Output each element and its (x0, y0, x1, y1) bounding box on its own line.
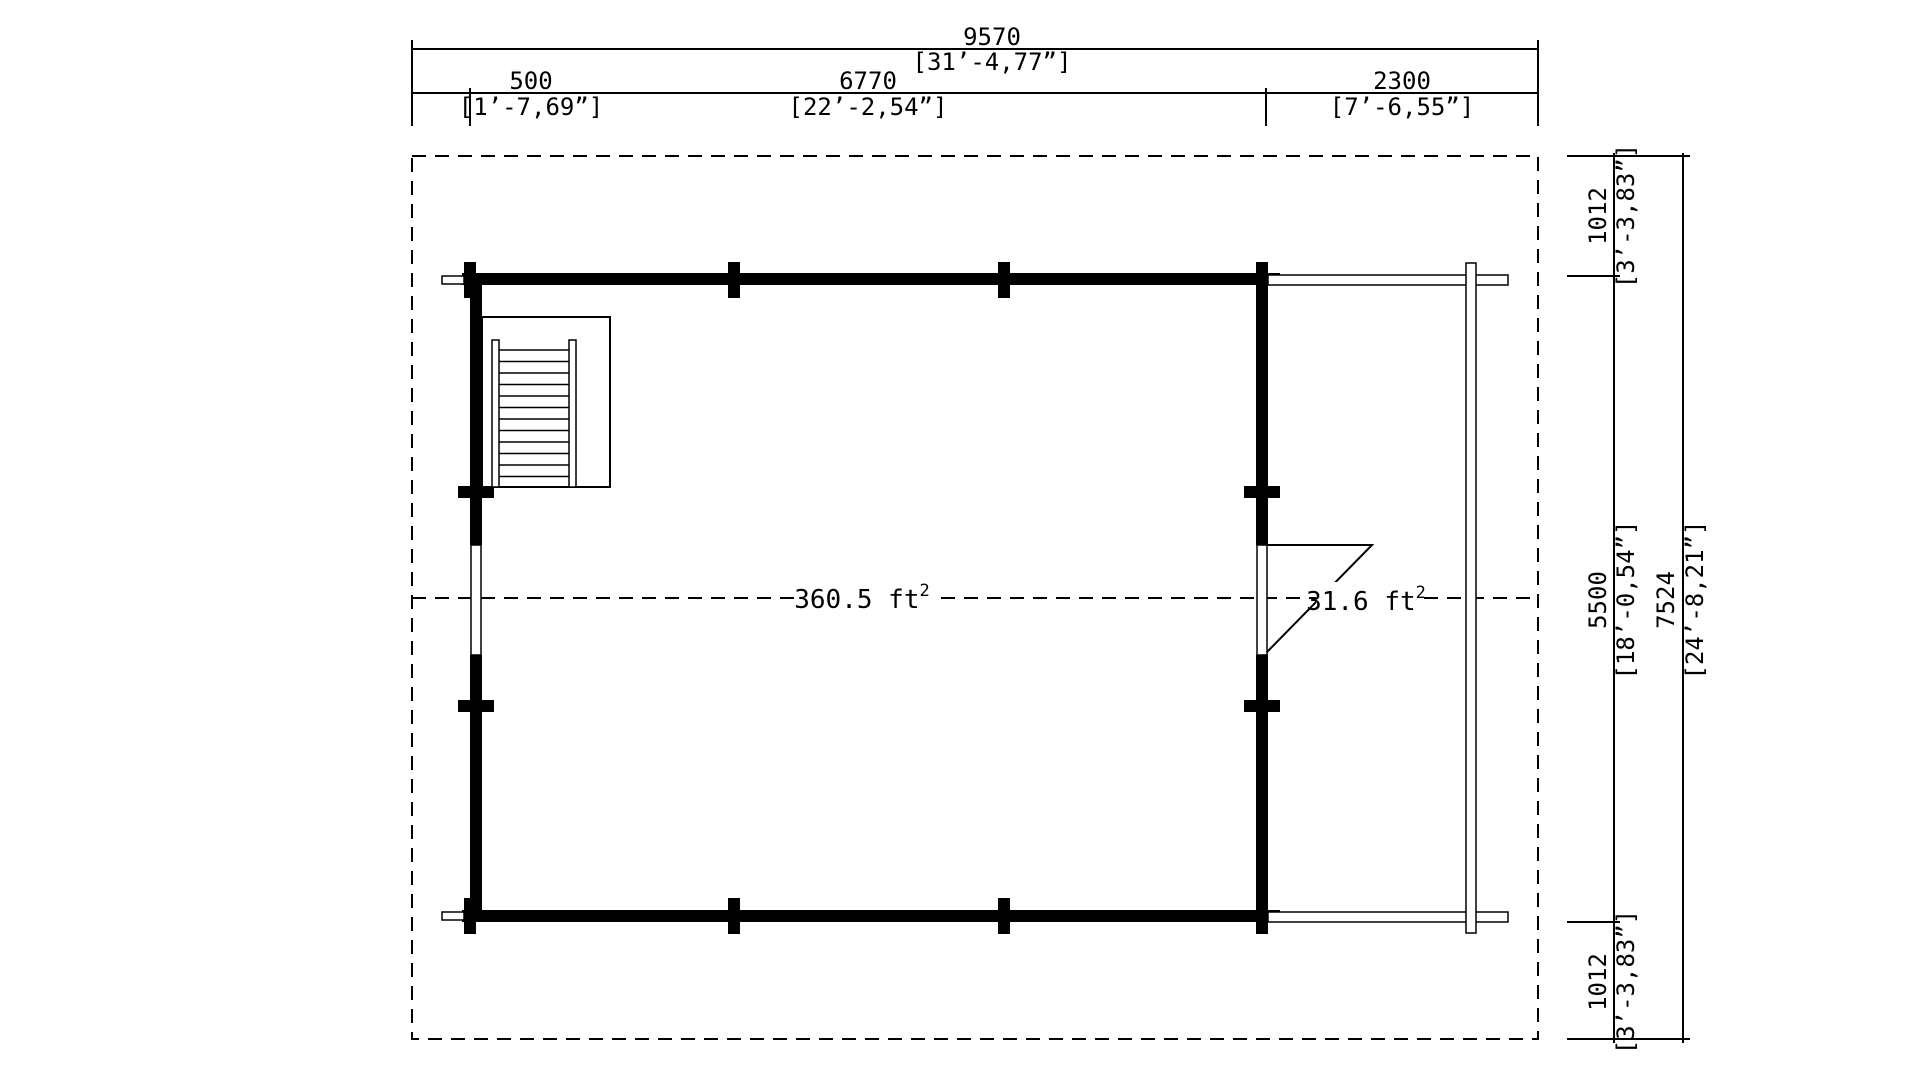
segment-right-mm: 2300 (1373, 67, 1431, 95)
side-dimensions: 1012 [3’-3,83”] 5500 [18’-0,54”] 7524 [2… (1567, 144, 1709, 1055)
door-swing (1266, 544, 1375, 653)
porch-area-label: 31.6 ft2 (1306, 583, 1426, 617)
segment-middle-imperial: [22’-2,54”] (789, 93, 948, 121)
porch-area-bg (1316, 582, 1416, 616)
segment-middle-mm: 6770 (839, 67, 897, 95)
bottom-overhang-mm: 1012 (1584, 953, 1612, 1011)
front-door (1256, 544, 1268, 656)
segment-left-mm: 500 (509, 67, 552, 95)
main-area-bg (800, 580, 938, 616)
porch (1267, 262, 1509, 934)
overall-width-imperial: [31’-4,77”] (913, 48, 1072, 76)
left-window (470, 544, 482, 656)
main-room-area-label: 360.5 ft2 (794, 581, 929, 615)
top-dimensions: 9570 [31’-4,77”] 500 [1’-7,69”] 6770 [22… (411, 23, 1539, 126)
top-overhang-mm: 1012 (1584, 187, 1612, 245)
bottom-overhang-imperial: [3’-3,83”] (1612, 910, 1640, 1055)
main-depth-mm: 5500 (1584, 571, 1612, 629)
segment-left-imperial: [1’-7,69”] (459, 93, 604, 121)
overall-depth-imperial: [24’-8,21”] (1681, 521, 1709, 680)
main-depth-imperial: [18’-0,54”] (1612, 521, 1640, 680)
walls (441, 262, 1280, 934)
top-overhang-imperial: [3’-3,83”] (1612, 144, 1640, 289)
staircase (481, 316, 611, 488)
overall-width-mm: 9570 (963, 23, 1021, 51)
segment-right-imperial: [7’-6,55”] (1330, 93, 1475, 121)
overall-depth-mm: 7524 (1652, 571, 1680, 629)
